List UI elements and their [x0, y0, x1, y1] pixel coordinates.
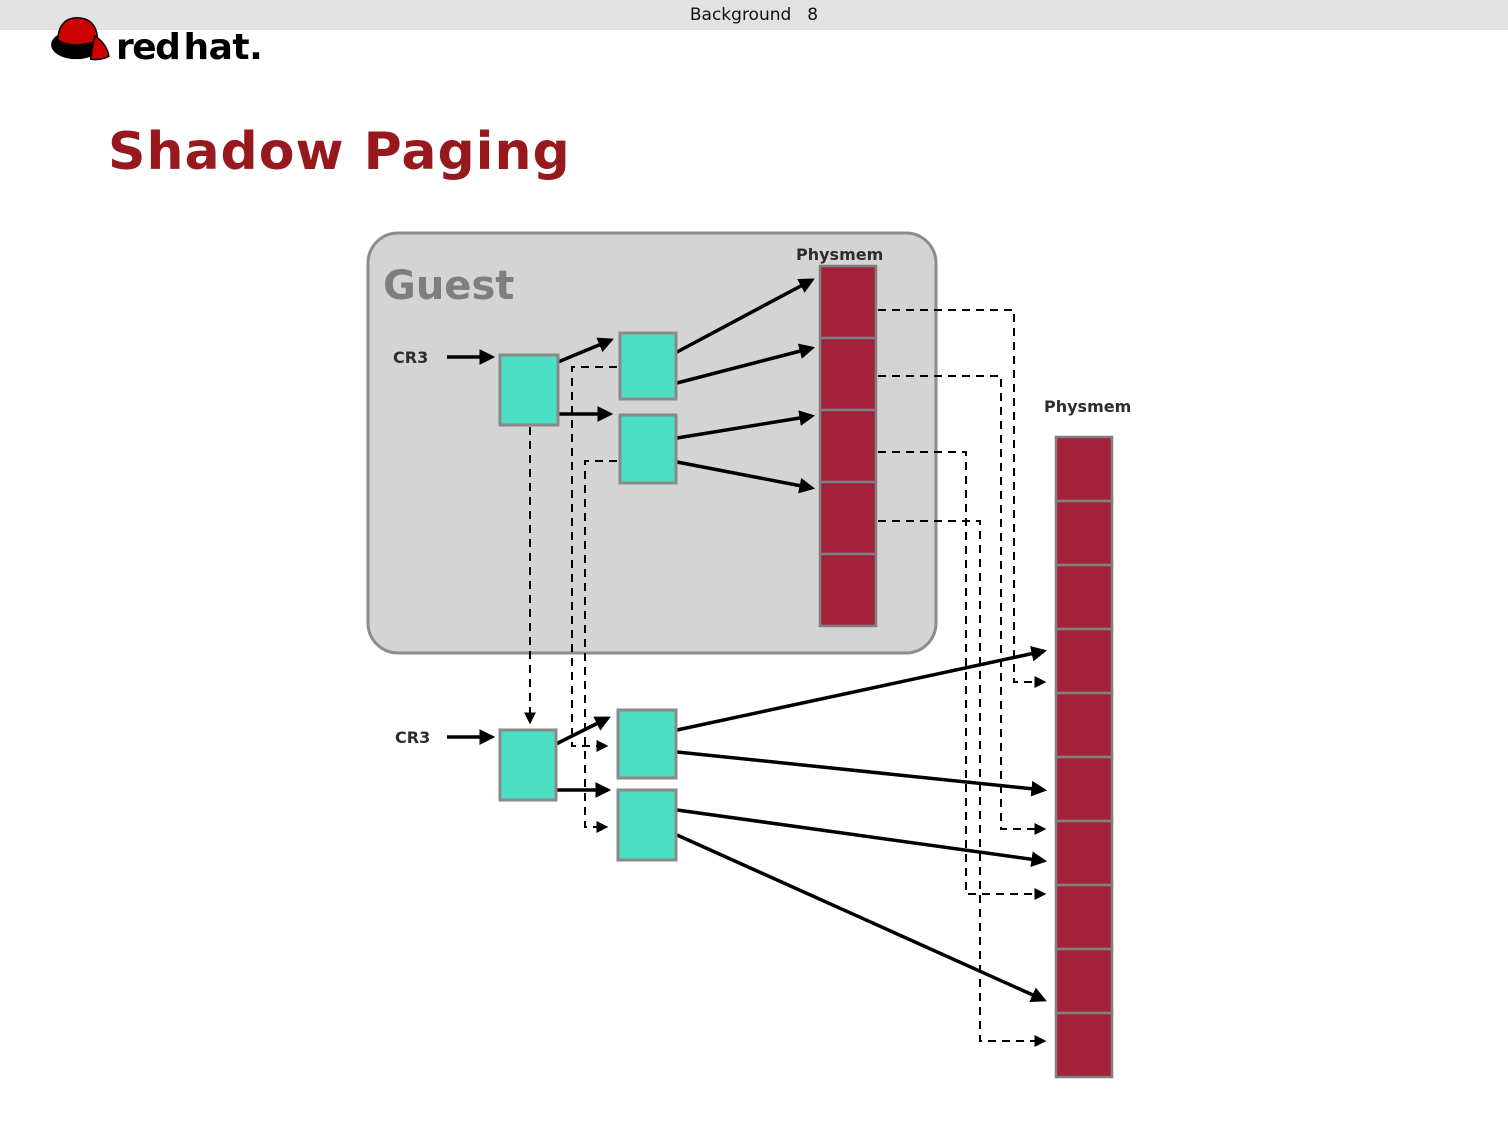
guest-to-shadow-dashed-links — [524, 366, 617, 833]
dashed-link-frame-2 — [878, 375, 1047, 835]
guest-physmem-label: Physmem — [796, 245, 883, 264]
physmem-frame — [1054, 563, 1114, 631]
header-page-number: 8 — [807, 5, 819, 25]
guest-mapping-arrows — [447, 278, 816, 494]
logo-text-hat: hat. — [183, 27, 263, 68]
physmem-frame — [818, 408, 878, 484]
mapping-arrow — [676, 278, 815, 354]
mapping-arrow — [557, 337, 614, 364]
physmem-frame — [1054, 819, 1114, 887]
mapping-arrow — [676, 410, 816, 440]
physmem-frame — [1054, 435, 1114, 503]
guest-cr3-label: CR3 — [393, 348, 428, 367]
page-title: Shadow Paging — [108, 122, 571, 182]
physmem-dashed-links — [878, 309, 1047, 1047]
logo-text-red: red — [116, 27, 181, 68]
mapping-arrow — [676, 808, 1048, 868]
physmem-frame — [1054, 947, 1114, 1015]
header-section-title: Background — [689, 5, 792, 25]
physmem-frame — [818, 552, 878, 628]
physmem-frame — [818, 264, 878, 340]
redhat-hat-icon — [50, 12, 112, 68]
guest-page-table-upper — [618, 331, 678, 401]
dashed-link-frame-3 — [878, 451, 1047, 900]
guest-label: Guest — [383, 263, 514, 309]
physmem-frame — [1054, 755, 1114, 823]
dashed-link-frame-1 — [878, 309, 1047, 688]
dashed-link-upper-tables — [571, 366, 617, 752]
guest-root-page-table — [498, 353, 560, 427]
physmem-frame — [1054, 627, 1114, 695]
physmem-frame — [1054, 499, 1114, 567]
shadow-page-table-lower — [616, 788, 678, 862]
mapping-arrow — [555, 716, 611, 746]
physmem-frame — [818, 336, 878, 412]
mapping-arrow — [676, 750, 1048, 797]
mapping-arrow — [676, 645, 1048, 732]
shadow-page-table-upper — [616, 708, 678, 780]
mapping-arrow — [676, 343, 816, 385]
mapping-arrow — [676, 833, 1047, 1003]
physmem-frame — [1054, 691, 1114, 759]
dashed-link-lower-tables — [584, 460, 617, 833]
header-strip: Background 8 — [0, 0, 1508, 30]
guest-page-table-lower — [618, 413, 678, 485]
shadow-cr3-label: CR3 — [395, 728, 430, 747]
shadow-root-page-table — [498, 728, 558, 802]
physmem-frame — [818, 480, 878, 556]
guest-physmem — [818, 264, 878, 628]
mapping-arrow — [676, 460, 816, 494]
physmem-frame — [1054, 883, 1114, 951]
physmem-frame — [1054, 1011, 1114, 1079]
host-physmem — [1054, 435, 1114, 1079]
shadow-mapping-arrows — [447, 645, 1048, 1003]
host-physmem-label: Physmem — [1044, 397, 1131, 416]
